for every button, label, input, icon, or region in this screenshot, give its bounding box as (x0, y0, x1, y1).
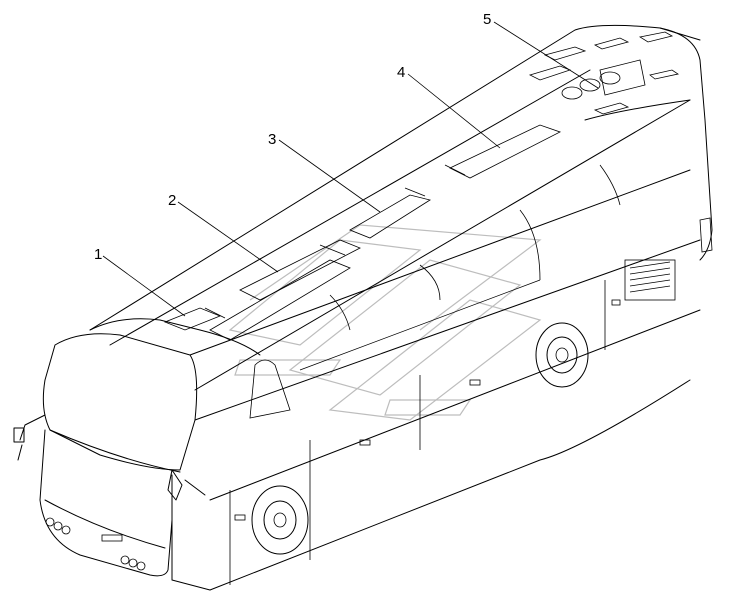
callout-4: 4 (397, 64, 501, 149)
callout-2-label: 2 (168, 192, 176, 209)
headlights-left (45, 517, 71, 535)
callout-5: 5 (483, 11, 599, 89)
callout-3: 3 (268, 131, 381, 213)
headlights-right (120, 555, 146, 571)
callout-1: 1 (94, 246, 186, 317)
mirror-left (13, 414, 46, 461)
rear-wheel (535, 322, 589, 388)
mirror-right (167, 469, 183, 501)
front-wheel (251, 485, 309, 555)
callout-2: 2 (168, 192, 279, 273)
callout-3-label: 3 (268, 131, 276, 148)
watermark-logo (228, 224, 542, 421)
callout-4-label: 4 (397, 64, 405, 81)
callout-5-label: 5 (483, 11, 491, 28)
side-vent (624, 259, 676, 301)
bus-body (13, 24, 713, 591)
callout-1-label: 1 (94, 246, 102, 263)
front-badge (101, 534, 123, 542)
